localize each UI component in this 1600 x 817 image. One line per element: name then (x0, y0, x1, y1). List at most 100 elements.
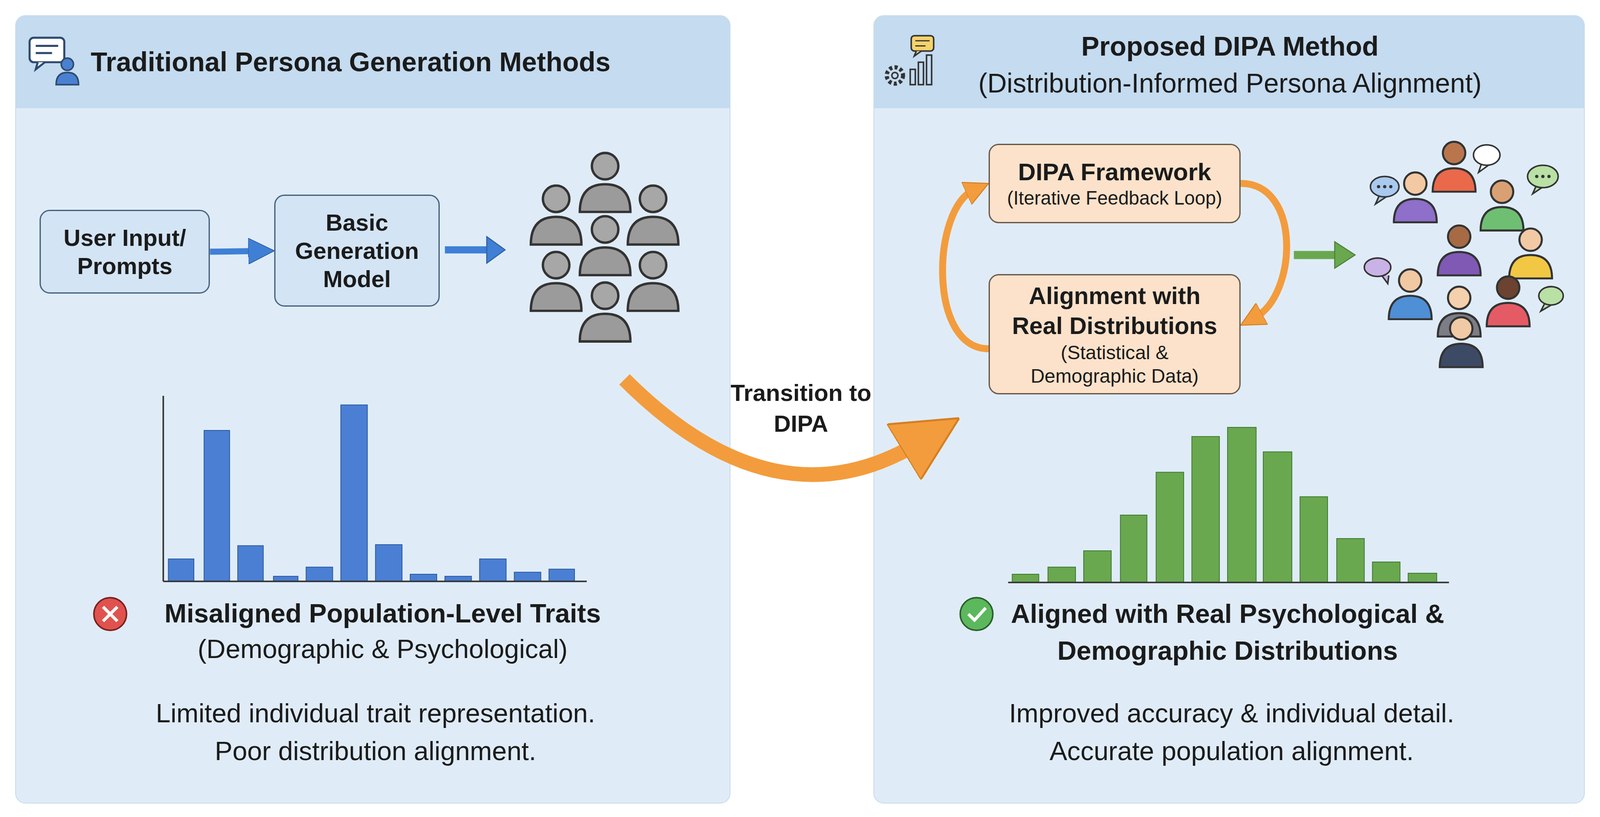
speech-bubble (1375, 195, 1388, 205)
aligned-histogram (1012, 427, 1437, 583)
text-group: Proposed DIPA Method(Distribution-Inform… (874, 24, 1586, 107)
persona-crowd (627, 185, 679, 245)
aligned-histogram (1156, 472, 1184, 583)
generation-arrow (444, 246, 488, 254)
skewed-histogram (479, 559, 507, 582)
header-icon (886, 35, 934, 85)
header-icon (61, 58, 74, 71)
aligned-histogram (1120, 515, 1147, 583)
header-icon (911, 35, 934, 51)
header-icon (56, 72, 79, 85)
aligned-histogram (1227, 427, 1257, 583)
node-title: Proposed DIPA Method (1081, 28, 1379, 66)
diverse-personas (1394, 172, 1438, 223)
header-icon (918, 62, 924, 85)
diverse-personas (1439, 317, 1483, 368)
bubble-dots (1389, 185, 1393, 189)
header-icon (891, 72, 898, 79)
aligned-histogram (1083, 551, 1112, 583)
connector-arrow (1240, 183, 1287, 318)
speech-bubble (1381, 275, 1389, 284)
description-text: Limited individual trait representation. (28, 697, 723, 730)
node-title: Traditional Persona Generation Methods (90, 46, 611, 79)
status-heading: Aligned with Real Psychological & Demogr… (982, 595, 1473, 670)
aligned-histogram (1048, 567, 1076, 583)
bubble-dots (1377, 185, 1381, 189)
speech-bubble (1540, 302, 1554, 312)
aligned-histogram (1336, 538, 1365, 583)
check-icon (960, 597, 993, 631)
diverse-personas (1437, 286, 1481, 337)
diverse-personas (1480, 180, 1524, 231)
text-group: Basic Generation Model (275, 195, 439, 306)
aligned-histogram (1012, 574, 1039, 583)
aligned-histogram (1372, 562, 1400, 583)
process-box: User Input/ Prompts (39, 209, 210, 294)
persona-crowd (627, 252, 679, 312)
status-heading: Misaligned Population-Level Traits (56, 597, 710, 630)
skewed-histogram (168, 404, 575, 582)
speech-bubble (1473, 144, 1501, 166)
bubble-dots (1383, 185, 1387, 189)
connector-arrow (942, 190, 989, 350)
bubble-dots (1547, 175, 1551, 179)
skewed-histogram (273, 576, 298, 582)
aligned-histogram (1408, 573, 1438, 583)
speech-bubble (1364, 258, 1391, 277)
diverse-personas (1432, 141, 1476, 192)
skewed-histogram (237, 545, 264, 582)
header-icon (915, 40, 930, 42)
node-title: Basic Generation Model (279, 208, 435, 293)
diverse-personas (1509, 228, 1553, 279)
node-title: Alignment with Real Distributions (1004, 281, 1225, 342)
speech-bubble (1370, 176, 1400, 197)
header-icon (914, 50, 922, 57)
skewed-histogram (204, 430, 230, 582)
cross-icon (102, 607, 118, 622)
check-icon (968, 608, 986, 621)
speech-bubble (1478, 163, 1491, 173)
generation-arrow (444, 236, 506, 264)
connector-arrow (209, 251, 256, 253)
node-title: DIPA Framework (1018, 157, 1212, 187)
cross-icon (93, 597, 127, 631)
text-group: DIPA Framework(Iterative Feedback Loop) (989, 145, 1240, 223)
speech-bubble (1527, 165, 1558, 188)
description-text: Poor distribution alignment. (28, 735, 723, 768)
description-text: Accurate population alignment. (884, 735, 1579, 768)
skewed-histogram (514, 572, 542, 582)
persona-crowd (579, 152, 631, 213)
persona-crowd (531, 252, 582, 312)
header-icon (35, 52, 53, 55)
skewed-histogram (410, 574, 437, 582)
process-box: Basic Generation Model (274, 194, 440, 307)
diverse-personas (1388, 269, 1432, 320)
node-subtitle: (Iterative Feedback Loop) (1007, 186, 1223, 210)
edge-label: Transition to DIPA (724, 377, 878, 439)
output-arrow (1334, 242, 1355, 269)
diverse-personas (1486, 276, 1530, 327)
speech-bubble (1364, 144, 1564, 312)
skewed-histogram (340, 404, 368, 582)
cross-icon (93, 597, 127, 631)
node-subtitle: (Statistical & Demographic Data) (1004, 341, 1225, 388)
skewed-histogram (375, 544, 402, 582)
persona-crowd (531, 152, 679, 342)
chart-axis (163, 395, 588, 582)
skewed-histogram (168, 559, 194, 582)
aligned-histogram (1191, 436, 1220, 583)
section-panel: Proposed DIPA Method(Distribution-Inform… (873, 15, 1585, 804)
header-icon (29, 37, 65, 63)
header-icon (886, 67, 904, 84)
header-icon (926, 55, 932, 85)
bubble-dots (1377, 175, 1551, 189)
skewed-histogram (548, 569, 575, 582)
bubble-dots (1535, 175, 1539, 179)
diverse-personas (1437, 225, 1481, 276)
cross-icon (102, 607, 118, 622)
process-box: Alignment with Real Distributions(Statis… (988, 274, 1241, 395)
skewed-histogram (444, 576, 472, 582)
